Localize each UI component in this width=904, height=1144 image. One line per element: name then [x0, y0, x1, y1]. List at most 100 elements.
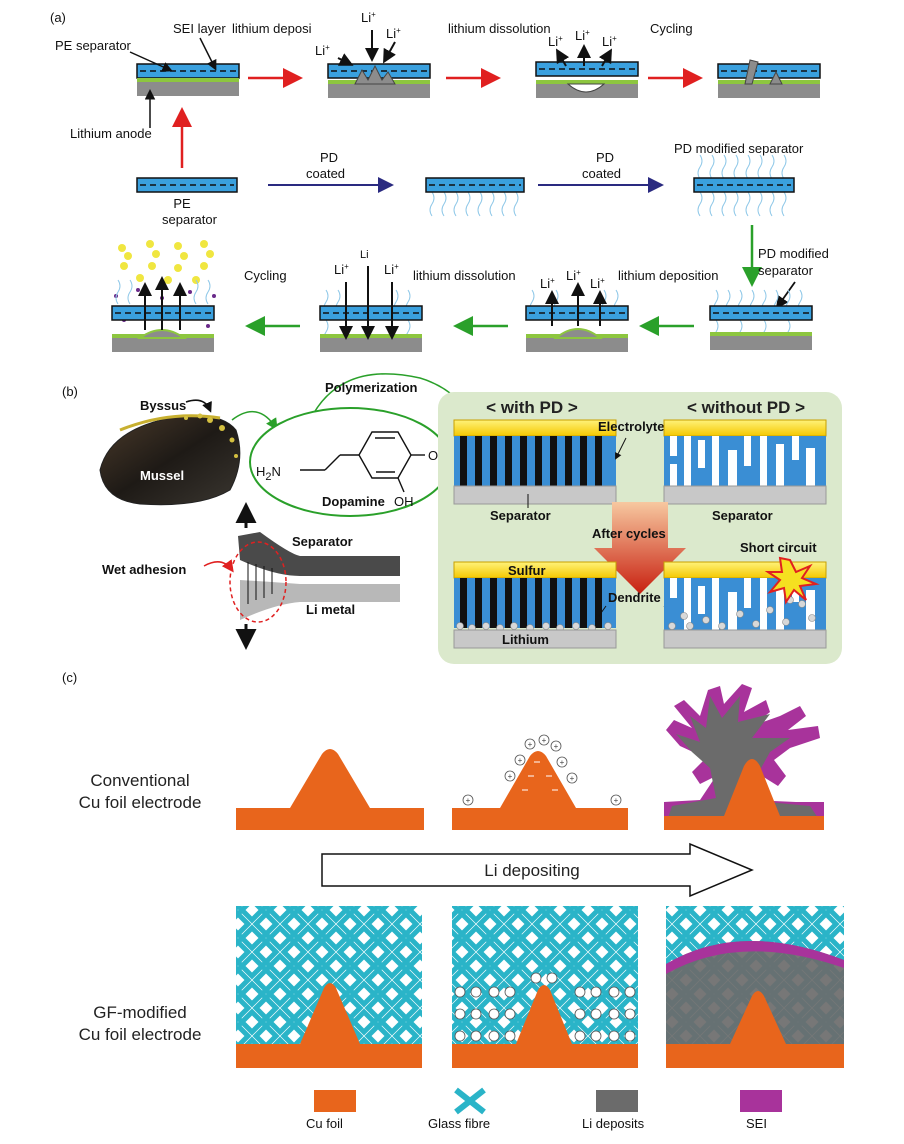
conventional-stage-2: +++ ++ ++ ++ [452, 734, 628, 830]
svg-text:+: + [560, 758, 565, 767]
pd-coated-separator [425, 177, 525, 217]
legend-swatch-li-deposits [596, 1090, 638, 1112]
svg-text:+: + [570, 774, 575, 783]
li-ion-b2: Li+ [575, 28, 590, 43]
label-lithium: Lithium [502, 632, 549, 647]
label-with-pd: < with PD > [486, 398, 578, 417]
label-pd-2: PD [596, 150, 614, 165]
cell-dissolution [535, 61, 639, 98]
label-separator-r: separator [758, 263, 814, 278]
cell-pd-dissolution [319, 289, 423, 352]
label-dopamine: Dopamine [322, 494, 385, 509]
short-circuit-spark [764, 556, 820, 605]
legend-label-li-deposits: Li deposits [582, 1116, 645, 1131]
panel-b-letter: (b) [62, 384, 78, 399]
legend: Cu foil Glass fibre Li deposits SEI [306, 1087, 782, 1131]
label-cycling-top: Cycling [650, 21, 693, 36]
label-short-circuit: Short circuit [740, 540, 817, 555]
mussel-image [99, 413, 241, 506]
label-conventional-1: Conventional [90, 771, 189, 790]
li-ion-b3: Li+ [602, 34, 617, 49]
label-after-cycles: After cycles [592, 526, 666, 541]
with-pd-cell-initial [453, 419, 617, 505]
conventional-stage-1 [236, 749, 424, 830]
label-separator-b: Separator [292, 534, 353, 549]
without-pd-cell-cycled [663, 556, 827, 649]
legend-swatch-sei [740, 1090, 782, 1112]
svg-text:+: + [542, 736, 547, 745]
cell-pd-final [709, 289, 813, 350]
gf-stage-2 [452, 906, 638, 1068]
li-depositing-arrow [321, 842, 754, 898]
panel-a: (a) SEI layer PE separator Lithium anode… [50, 10, 829, 352]
label-lithium-dissolution: lithium dissolution [448, 21, 551, 36]
svg-text:+: + [614, 796, 619, 805]
label-gf-2: Cu foil electrode [79, 1025, 202, 1044]
label-without-pd: < without PD > [687, 398, 805, 417]
svg-text:+: + [466, 796, 471, 805]
label-lithium-deposi: lithium deposi [232, 21, 312, 36]
label-pe: PE [173, 196, 191, 211]
cell-initial [136, 63, 240, 96]
label-electrolyte: Electrolyte [598, 419, 664, 434]
svg-text:+: + [508, 772, 513, 781]
li-ion-c3: Li+ [590, 276, 605, 291]
cell-deposition [327, 63, 431, 98]
label-byssus: Byssus [140, 398, 186, 413]
legend-label-glass-fibre: Glass fibre [428, 1116, 490, 1131]
li-ion-a2: Li+ [361, 10, 376, 25]
label-lithium-dissolution-2: lithium dissolution [413, 268, 516, 283]
label-sulfur: Sulfur [508, 563, 546, 578]
with-pd-cell-cycled [453, 561, 617, 649]
label-wet-adhesion: Wet adhesion [102, 562, 186, 577]
li-ion-b1: Li+ [548, 34, 563, 49]
legend-swatch-glass-fibre [454, 1087, 486, 1115]
label-gf-1: GF-modified [93, 1003, 187, 1022]
pe-separator-plain [136, 177, 238, 193]
label-lithium-anode: Lithium anode [70, 126, 152, 141]
label-coated-1: coated [306, 166, 345, 181]
li-ion-a3: Li+ [386, 26, 401, 41]
cell-cycling-conventional [717, 59, 821, 98]
label-mussel: Mussel [140, 468, 184, 483]
cell-pd-cycled [111, 240, 216, 352]
li-ion-d3: Li+ [384, 262, 399, 277]
legend-label-cu-foil: Cu foil [306, 1116, 343, 1131]
label-pd-modified: PD modified [758, 246, 829, 261]
label-oh-2: OH [394, 494, 414, 509]
label-pd-1: PD [320, 150, 338, 165]
li-ion-c2: Li+ [566, 268, 581, 283]
legend-label-sei: SEI [746, 1116, 767, 1131]
panel-a-letter: (a) [50, 10, 66, 25]
label-li-metal: Li metal [306, 602, 355, 617]
panel-b: (b) Byssus Mussel Polymerization [62, 373, 842, 664]
label-sei-layer: SEI layer [173, 21, 226, 36]
label-cycling-bottom: Cycling [244, 268, 287, 283]
li-ion-a1: Li+ [315, 43, 330, 58]
label-separator-left: Separator [490, 508, 551, 523]
li-ion-c1: Li+ [540, 276, 555, 291]
panel-c: (c) Conventional Cu foil electrode +++ +… [62, 670, 844, 1131]
pd-modified-separator [697, 154, 787, 217]
label-pd-modified-separator: PD modified separator [674, 141, 804, 156]
dopamine-structure [300, 431, 425, 493]
li-ion-d1: Li+ [334, 262, 349, 277]
svg-text:+: + [554, 742, 559, 751]
wet-adhesion-diagram [203, 502, 400, 650]
label-polymerization: Polymerization [325, 380, 418, 395]
li-plain-d2: Li [360, 249, 369, 261]
label-li-depositing: Li depositing [484, 861, 579, 880]
svg-text:+: + [528, 740, 533, 749]
gf-stage-3 [666, 906, 844, 1068]
conventional-stage-3 [664, 684, 824, 830]
panel-c-letter: (c) [62, 670, 77, 685]
label-coated-2: coated [582, 166, 621, 181]
label-conventional-2: Cu foil electrode [79, 793, 202, 812]
label-separator-right: Separator [712, 508, 773, 523]
legend-swatch-cu-foil [314, 1090, 356, 1112]
label-dendrite: Dendrite [608, 590, 661, 605]
label-pe-separator: PE separator [55, 38, 132, 53]
svg-text:+: + [518, 756, 523, 765]
label-separator: separator [162, 212, 218, 227]
